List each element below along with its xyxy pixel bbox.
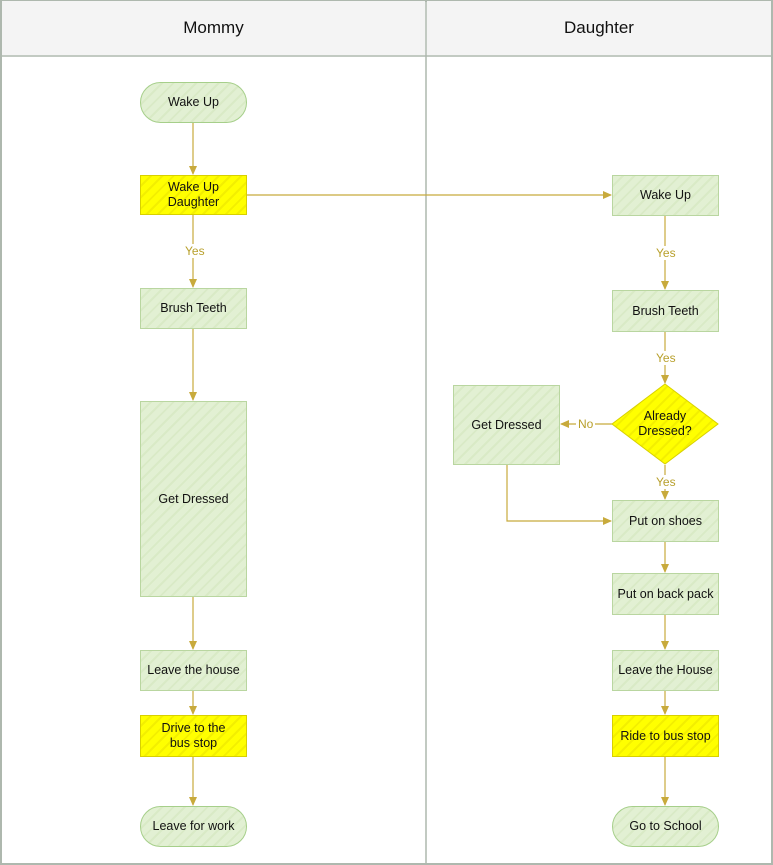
node-mommy-wake-up[interactable]: Wake Up (140, 82, 247, 123)
node-label: Wake Up (168, 95, 219, 109)
node-mommy-get-dressed[interactable]: Get Dressed (140, 401, 247, 597)
node-label: Get Dressed (158, 491, 229, 506)
lane-header-mommy: Mommy (2, 1, 425, 55)
node-label: Wake Up Daughter (167, 180, 220, 209)
node-label: Brush Teeth (632, 303, 699, 318)
node-daughter-go-school[interactable]: Go to School (612, 806, 719, 847)
node-mommy-drive-bus-stop[interactable]: Drive to the bus stop (140, 715, 247, 757)
node-daughter-already-dressed[interactable]: Already Dressed? (632, 404, 698, 444)
node-label: Get Dressed (471, 417, 542, 432)
edge-label-yes: Yes (183, 244, 207, 258)
node-label: Leave the House (618, 663, 713, 677)
node-daughter-put-on-shoes[interactable]: Put on shoes (612, 500, 719, 542)
lane-title: Mommy (183, 18, 244, 37)
node-label: Put on shoes (629, 513, 702, 528)
node-mommy-leave-house[interactable]: Leave the house (140, 650, 247, 691)
node-label: Already Dressed? (638, 409, 692, 438)
node-label: Put on back pack (617, 586, 714, 601)
lane-title: Daughter (564, 18, 634, 37)
node-mommy-wake-daughter[interactable]: Wake Up Daughter (140, 175, 247, 215)
node-daughter-leave-house[interactable]: Leave the House (612, 650, 719, 691)
decision-diamond (611, 383, 719, 465)
edge-label-yes: Yes (654, 475, 678, 489)
node-mommy-brush-teeth[interactable]: Brush Teeth (140, 288, 247, 329)
node-label: Ride to bus stop (620, 728, 711, 743)
node-daughter-ride-bus-stop[interactable]: Ride to bus stop (612, 715, 719, 757)
node-label: Go to School (629, 819, 702, 833)
node-label: Leave for work (152, 819, 235, 833)
node-label: Brush Teeth (160, 301, 227, 315)
node-mommy-leave-work[interactable]: Leave for work (140, 806, 247, 847)
node-daughter-brush-teeth[interactable]: Brush Teeth (612, 290, 719, 332)
node-label: Wake Up (640, 188, 691, 202)
node-label: Leave the house (147, 663, 240, 677)
edge-label-yes: Yes (654, 351, 678, 365)
node-daughter-get-dressed[interactable]: Get Dressed (453, 385, 560, 465)
node-daughter-wake-up[interactable]: Wake Up (612, 175, 719, 216)
edge-label-no: No (576, 417, 596, 431)
edge-label-yes: Yes (654, 246, 678, 260)
node-label: Drive to the bus stop (161, 721, 226, 750)
lane-header-daughter: Daughter (427, 1, 771, 55)
node-daughter-put-on-backpack[interactable]: Put on back pack (612, 573, 719, 615)
connector-getdressed-to-shoes (506, 465, 612, 525)
